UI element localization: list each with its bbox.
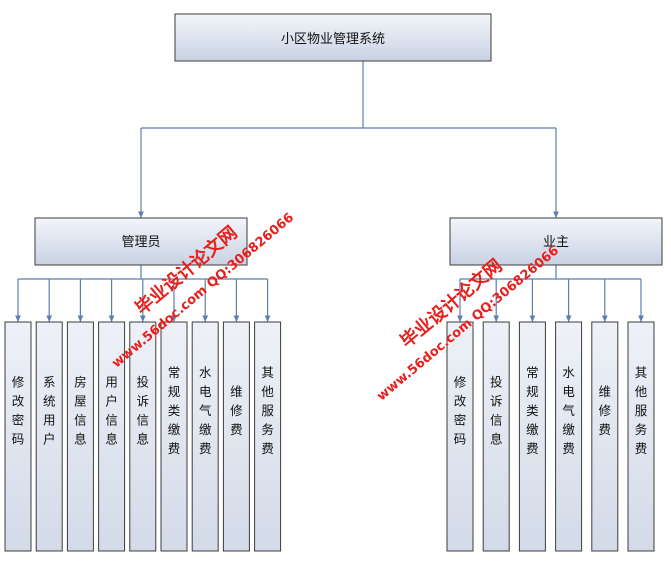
branch-label-admin: 管理员: [121, 235, 160, 250]
leaf-box: [35, 321, 63, 552]
leaf-node: 常规类缴费: [160, 321, 188, 552]
leaf-box: [129, 321, 157, 552]
leaf-node: 修改密码: [4, 321, 32, 552]
leaf-node: 维修费: [591, 321, 619, 552]
leaf-box: [555, 321, 583, 552]
leaf-box: [518, 321, 546, 552]
leaf-label: 维修费: [599, 384, 612, 437]
leaf-box: [591, 321, 619, 552]
leaf-box: [66, 321, 94, 552]
leaf-label: 水电气缴费: [199, 365, 212, 456]
leaf-box: [482, 321, 510, 552]
leaf-label: 其他服务费: [261, 365, 274, 456]
leaf-box: [222, 321, 250, 552]
leaf-label: 房屋信息: [74, 375, 87, 447]
leaf-label: 水电气缴费: [562, 365, 575, 456]
leaf-box: [627, 321, 655, 552]
root-label: 小区物业管理系统: [281, 32, 385, 47]
connector-lines: [15, 61, 644, 322]
leaf-label: 修改密码: [12, 375, 25, 447]
leaf-node: 用户信息: [98, 321, 126, 552]
leaf-node: 投诉信息: [482, 321, 510, 552]
leaf-label: 常规类缴费: [526, 365, 539, 456]
leaf-box: [98, 321, 126, 552]
leaf-node: 常规类缴费: [518, 321, 546, 552]
leaf-node: 维修费: [222, 321, 250, 552]
branch-node-admin: 管理员: [34, 217, 248, 266]
leaf-box: [191, 321, 219, 552]
root-node: 小区物业管理系统: [174, 13, 492, 62]
branch-node-owner: 业主: [449, 217, 663, 266]
leaf-node: 修改密码: [446, 321, 474, 552]
leaf-node: 投诉信息: [129, 321, 157, 552]
branch-label-owner: 业主: [543, 235, 569, 250]
leaf-label: 修改密码: [454, 375, 467, 447]
leaf-nodes: 修改密码 系统用户 房屋信息 用户信息 投诉信息 常规类缴费 水电气缴费 维修费 其他服务费 修改…: [4, 321, 655, 552]
leaf-label: 用户信息: [105, 375, 118, 447]
leaf-node: 水电气缴费: [191, 321, 219, 552]
leaf-label: 投诉信息: [490, 375, 503, 447]
leaf-box: [160, 321, 188, 552]
leaf-node: 水电气缴费: [555, 321, 583, 552]
leaf-box: [4, 321, 32, 552]
leaf-box: [254, 321, 282, 552]
leaf-node: 其他服务费: [627, 321, 655, 552]
leaf-label: 其他服务费: [635, 365, 648, 456]
leaf-node: 房屋信息: [66, 321, 94, 552]
leaf-label: 常规类缴费: [168, 365, 181, 456]
leaf-node: 系统用户: [35, 321, 63, 552]
leaf-label: 维修费: [230, 384, 243, 437]
leaf-node: 其他服务费: [254, 321, 282, 552]
leaf-label: 系统用户: [43, 375, 56, 447]
leaf-box: [446, 321, 474, 552]
leaf-label: 投诉信息: [137, 375, 150, 447]
